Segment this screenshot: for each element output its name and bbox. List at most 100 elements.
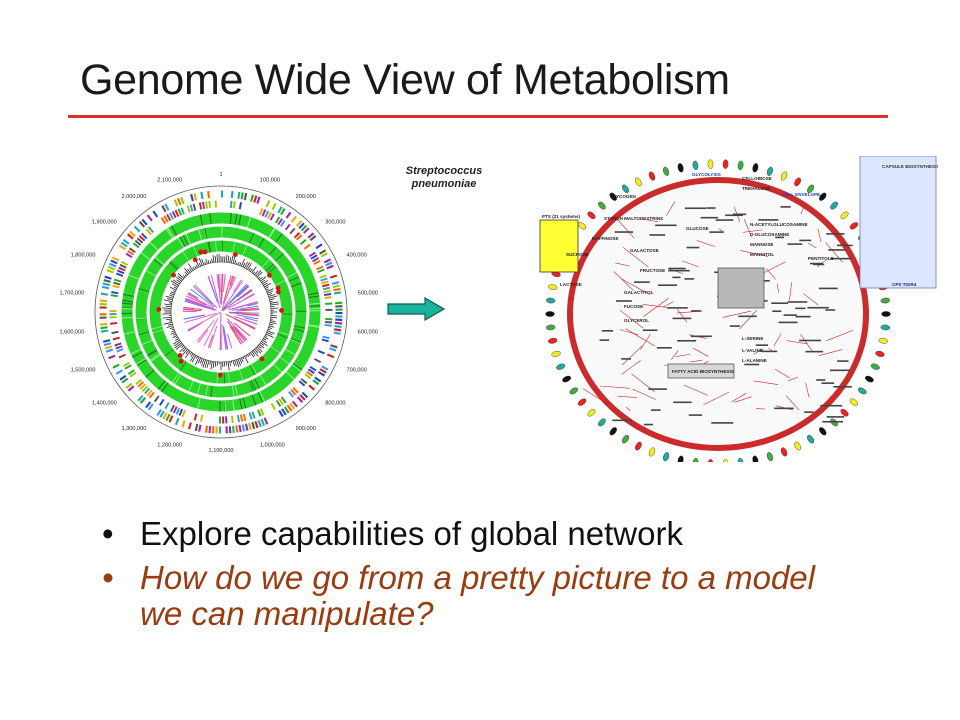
histogram-bar [269, 298, 275, 301]
pathway-annotation [634, 281, 650, 283]
gene-track-segment [104, 345, 113, 350]
gene-track-segment [116, 348, 124, 353]
gene-track-segment [188, 422, 192, 430]
pathway-edge [642, 304, 667, 308]
inner-ray [221, 280, 243, 312]
gene-track-segment [319, 249, 327, 255]
pathway-annotation [691, 310, 701, 312]
species-label: Streptococcus pneumoniae [396, 165, 492, 191]
gene-track-segment [120, 261, 129, 266]
transporter-glyph [722, 459, 729, 462]
inner-ray [192, 285, 213, 305]
gene-track-segment [320, 277, 328, 282]
pathway-annotation [677, 339, 697, 342]
green-track-mark [155, 256, 165, 265]
pathway-edge [753, 348, 764, 355]
green-track-mark [279, 356, 290, 365]
transporter-glyph [545, 297, 556, 304]
transporter-glyph [598, 201, 606, 210]
pathway-annotation [615, 300, 632, 302]
histogram-bar [245, 355, 248, 358]
green-track-mark [157, 380, 166, 390]
gene-track-segment [287, 390, 295, 398]
histogram-bar [184, 271, 188, 276]
inner-ray [203, 317, 219, 347]
pathway-annotation [772, 310, 782, 313]
pathway-annotation [715, 219, 734, 221]
histogram-bar [239, 262, 242, 266]
green-track-mark [291, 364, 302, 372]
gene-track-segment [258, 208, 264, 216]
histogram-bar [265, 288, 269, 291]
green-track [149, 240, 293, 384]
green-track-mark [268, 246, 277, 256]
pathway-edge [632, 388, 657, 400]
histogram-bar [209, 360, 211, 366]
capsule-panel [859, 156, 937, 289]
histogram-bar [252, 350, 259, 357]
gene-track-segment [279, 219, 286, 227]
gene-track-segment [112, 363, 120, 369]
gene-track-segment [248, 412, 253, 420]
gene-track-segment [181, 420, 186, 428]
pathway-annotation [651, 409, 661, 411]
inner-ray [240, 307, 259, 311]
histogram-bar [210, 361, 213, 370]
pathway-edge [807, 242, 817, 249]
pathway-annotation [658, 284, 677, 286]
gene-track-segment [177, 208, 183, 216]
histogram-bar [191, 355, 197, 363]
pathway-annotation [837, 360, 849, 362]
histogram-bar [264, 335, 268, 337]
histogram-bar [234, 260, 237, 265]
transporter-glyph [621, 434, 629, 444]
transporter-glyph [857, 387, 867, 395]
gene-track-segment [141, 218, 148, 226]
gene-track-segment [103, 342, 112, 347]
green-track-mark [149, 241, 159, 251]
outer-ring [94, 185, 348, 439]
transporter-glyph [548, 337, 558, 344]
metabolic-label: STARCH MALTODEXTRINS [604, 216, 663, 221]
histogram-bar [268, 325, 275, 328]
gene-track-segment [277, 206, 283, 214]
gene-track-segment [277, 218, 283, 226]
inner-ray [236, 314, 259, 320]
gene-track-segment [138, 235, 146, 242]
gene-track-segment [190, 193, 194, 202]
histogram-bar [175, 343, 183, 350]
gene-track-segment [176, 198, 182, 206]
gene-track-segment [159, 398, 165, 406]
genome-tick-label: 2,000,000 [122, 194, 147, 200]
inner-ray [229, 326, 242, 345]
gene-track-segment [286, 404, 293, 412]
gene-track-segment [173, 199, 179, 207]
green-track-mark [170, 225, 178, 236]
transporter-glyph [849, 222, 859, 230]
metabolic-label: FATTY ACID BIOSYNTHESIS [672, 369, 734, 374]
histogram-bar [239, 358, 243, 364]
transporter-glyph [840, 408, 849, 417]
histogram-bar [167, 323, 173, 326]
histogram-bar [181, 345, 185, 348]
pathway-annotation [830, 257, 852, 260]
gene-track-segment [308, 251, 316, 258]
genome-tick-label: 200,000 [296, 194, 316, 200]
pathway-annotation [825, 309, 836, 311]
transporter-glyph [880, 324, 891, 331]
histogram-bar [244, 355, 249, 364]
gene-track-segment [103, 279, 111, 283]
inner-ray [244, 293, 255, 300]
metabolic-label: N-ACETYLGLUCOSAMINE [750, 222, 808, 227]
transporter-glyph [648, 171, 656, 181]
pathway-annotation [820, 404, 843, 407]
pathway-edge [619, 309, 644, 329]
genome-tick-label: 100,000 [260, 178, 280, 184]
gene-track-segment [307, 368, 315, 374]
pathway-annotation [758, 219, 779, 221]
histogram-bar [267, 328, 271, 331]
histogram-bar [234, 359, 237, 366]
histogram-bar [242, 262, 246, 268]
genome-tick-label: 900,000 [296, 426, 316, 432]
gene-track-segment [132, 242, 140, 249]
